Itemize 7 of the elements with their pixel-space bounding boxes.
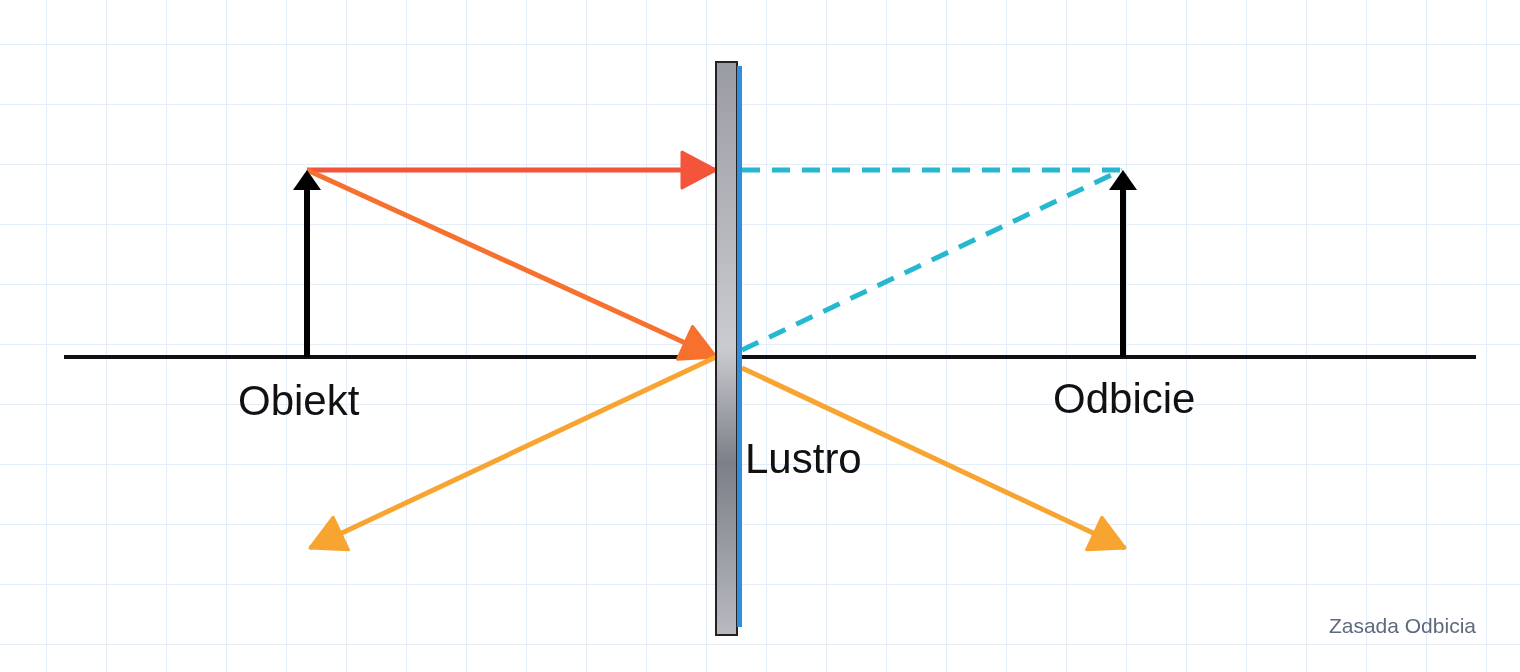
caption: Zasada Odbicia	[1328, 614, 1476, 638]
dashed-ray	[742, 167, 1123, 173]
object-label: Obiekt	[238, 380, 360, 422]
light-ray	[740, 365, 1127, 552]
object-label: Lustro	[745, 438, 862, 480]
object-label: Odbicie	[1053, 378, 1196, 420]
dashed-ray	[740, 167, 1124, 353]
